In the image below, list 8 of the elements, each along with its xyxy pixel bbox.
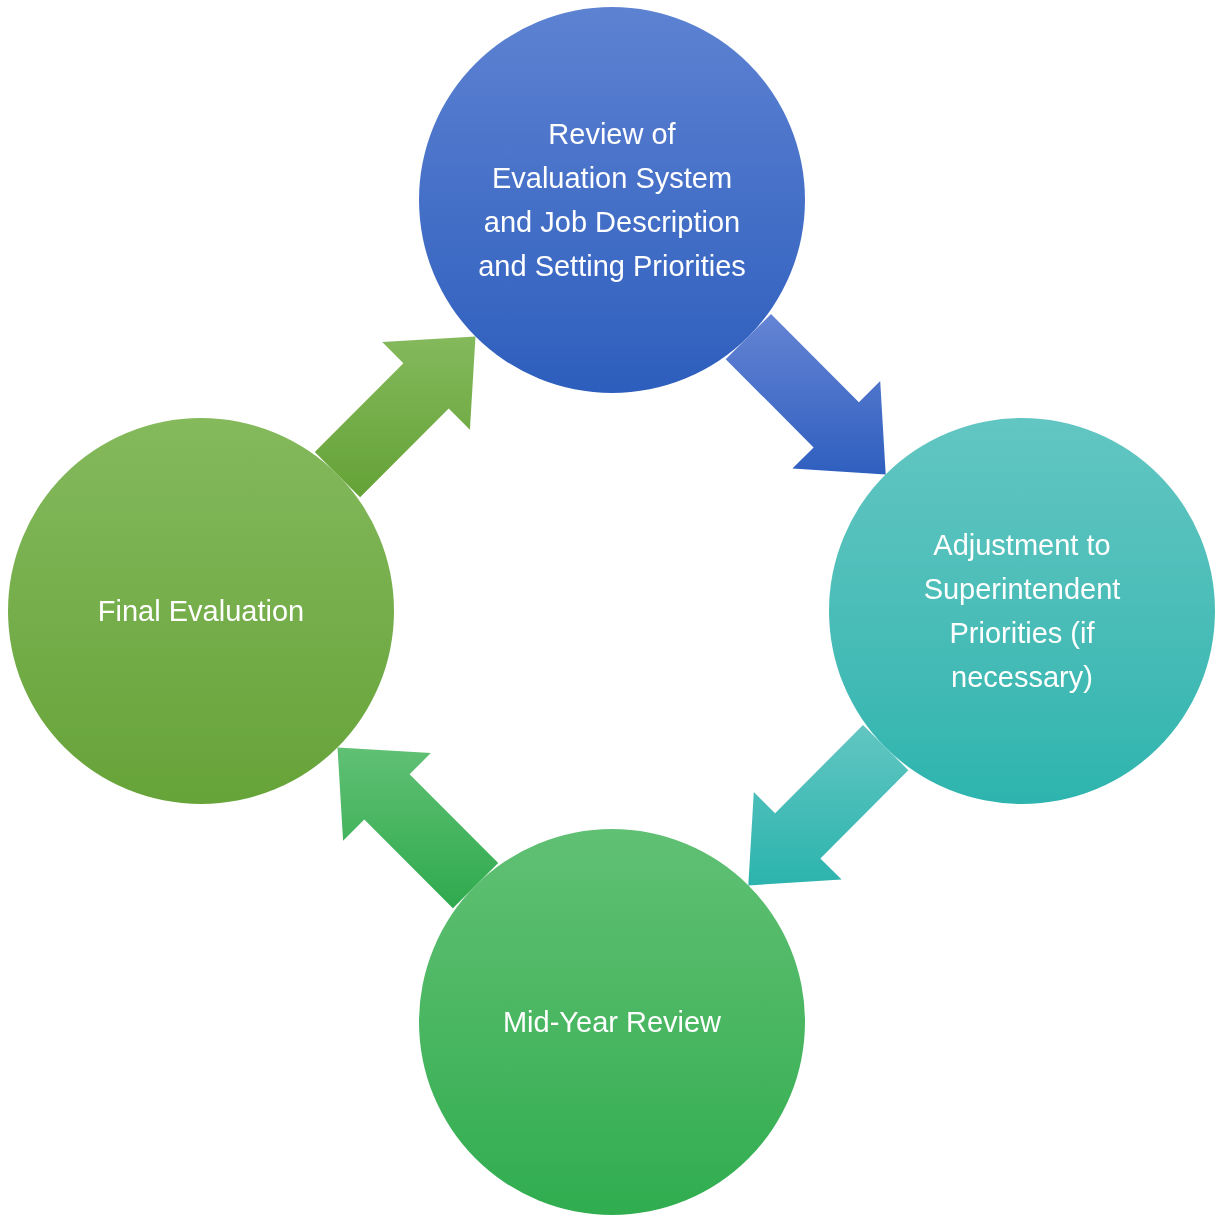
block-arrow <box>314 336 476 498</box>
step-label: Final Evaluation <box>97 594 305 629</box>
step-label: Review of Evaluation System and Job Description and Setting Priorities <box>477 117 747 284</box>
block-arrow <box>725 314 886 475</box>
step-label: Mid-Year Review <box>502 1005 722 1040</box>
block-arrow <box>748 725 909 886</box>
block-arrow <box>337 747 499 909</box>
step-label: Adjustment to Superintendent Priorities (if necessary) <box>922 528 1122 695</box>
